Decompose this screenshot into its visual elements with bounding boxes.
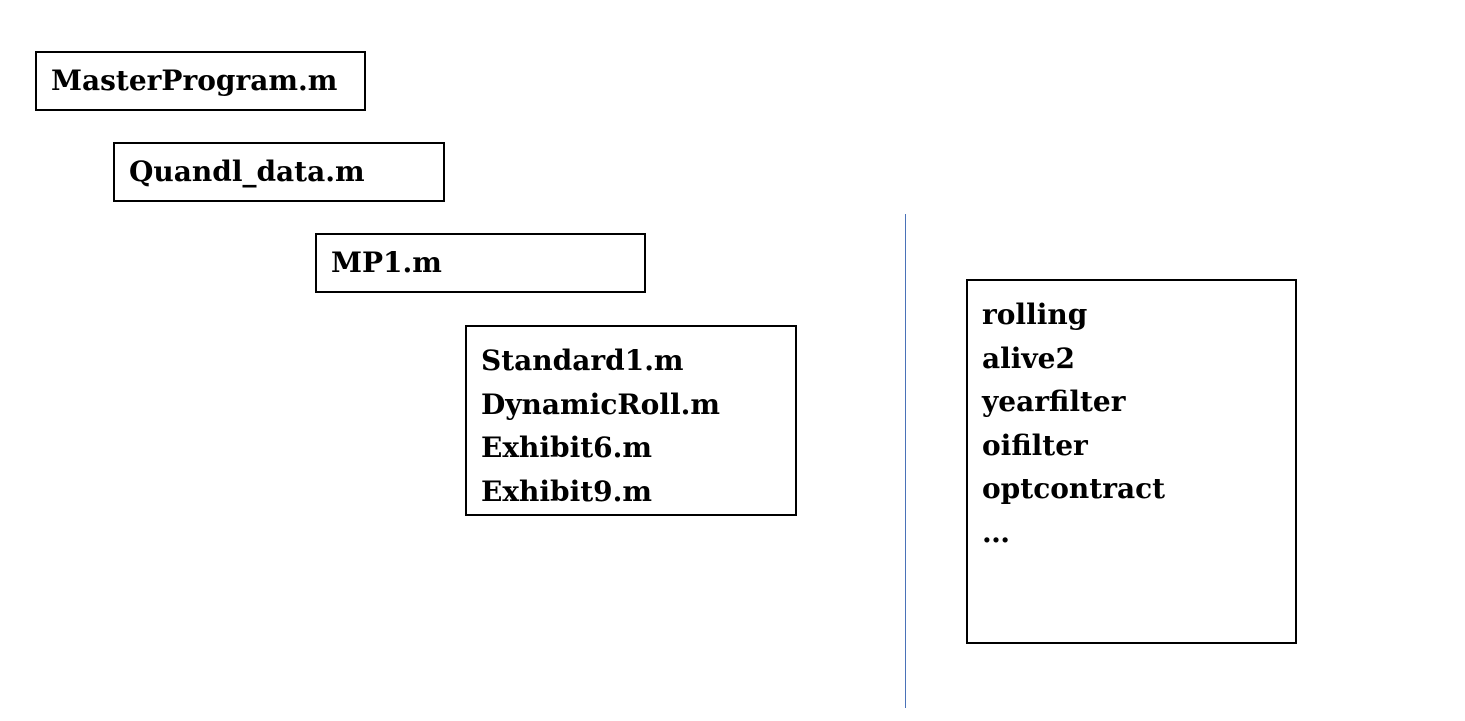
subprogram-item: Exhibit9.m [481,474,653,508]
subprograms-box: Standard1.m DynamicRoll.m Exhibit6.m Exh… [465,325,797,516]
functions-list: rolling alive2 yearfilter oifilter optco… [982,293,1165,554]
subprogram-item: Standard1.m [481,344,684,377]
function-item-ellipsis: … [982,515,1010,549]
mp1-label: MP1.m [331,246,442,279]
subprogram-item: Exhibit6.m [481,431,653,464]
subprogram-item: DynamicRoll.m [481,387,720,421]
subprograms-list: Standard1.m DynamicRoll.m Exhibit6.m Exh… [481,339,720,513]
masterprogram-box: MasterProgram.m [35,51,366,111]
functions-box: rolling alive2 yearfilter oifilter optco… [966,279,1297,644]
masterprogram-label: MasterProgram.m [51,64,338,97]
quandl-data-label: Quandl_data.m [129,155,365,188]
function-item: oifilter [982,428,1088,462]
function-item: yearfilter [982,385,1126,418]
function-item: alive2 [982,341,1075,375]
function-item: optcontract [982,472,1166,505]
mp1-box: MP1.m [315,233,646,293]
quandl-data-box: Quandl_data.m [113,142,445,202]
function-item: rolling [982,298,1088,331]
vertical-divider [905,214,906,708]
